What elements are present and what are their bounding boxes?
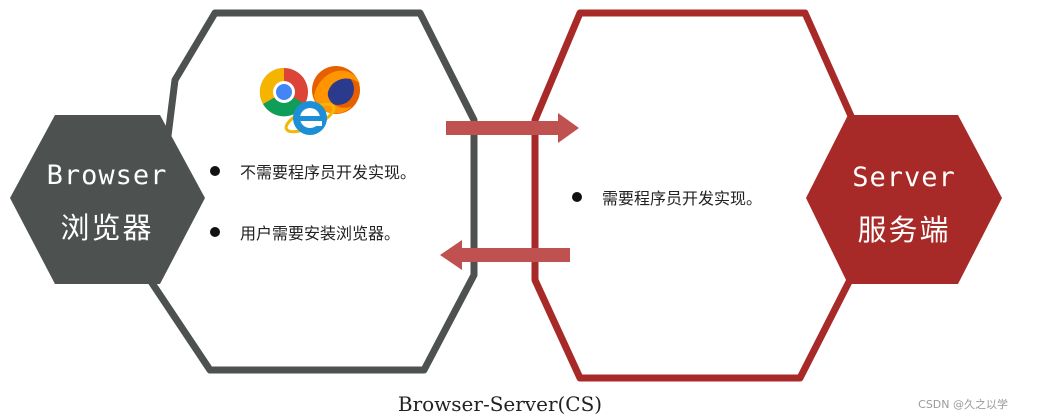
diagram-caption: Browser-Server(CS) [397, 392, 603, 416]
browser-bullet-1: 不需要程序员开发实现。 [210, 159, 416, 183]
bullet-dot [210, 166, 220, 176]
browser-bullet-2-text: 用户需要安装浏览器。 [240, 224, 401, 243]
browser-bullet-2: 用户需要安装浏览器。 [210, 220, 400, 244]
server-bullet-1-text: 需要程序员开发实现。 [602, 189, 763, 208]
server-bullet-1: 需要程序员开发实现。 [572, 185, 762, 209]
request-arrow [446, 113, 579, 143]
server-subtitle: 服务端 [857, 213, 951, 247]
firefox-icon [312, 66, 360, 114]
browser-node-label: Browser 浏览器 [18, 160, 196, 247]
server-hexagon [806, 115, 1002, 284]
watermark: CSDN @久之以学 [918, 398, 1008, 411]
server-title: Server [852, 162, 956, 193]
browser-bullet-1-text: 不需要程序员开发实现。 [240, 163, 417, 182]
bullet-dot [210, 227, 220, 237]
server-region-outline [531, 9, 859, 382]
response-arrow [440, 240, 570, 270]
browser-subtitle: 浏览器 [60, 211, 154, 245]
bullet-dot [572, 192, 582, 202]
server-node-label: Server 服务端 [812, 162, 996, 249]
chrome-icon [259, 67, 308, 117]
browser-title: Browser [46, 160, 168, 191]
browser-hexagon [10, 115, 205, 284]
browser-region-outline [146, 9, 478, 374]
internet-explorer-icon [284, 101, 336, 135]
